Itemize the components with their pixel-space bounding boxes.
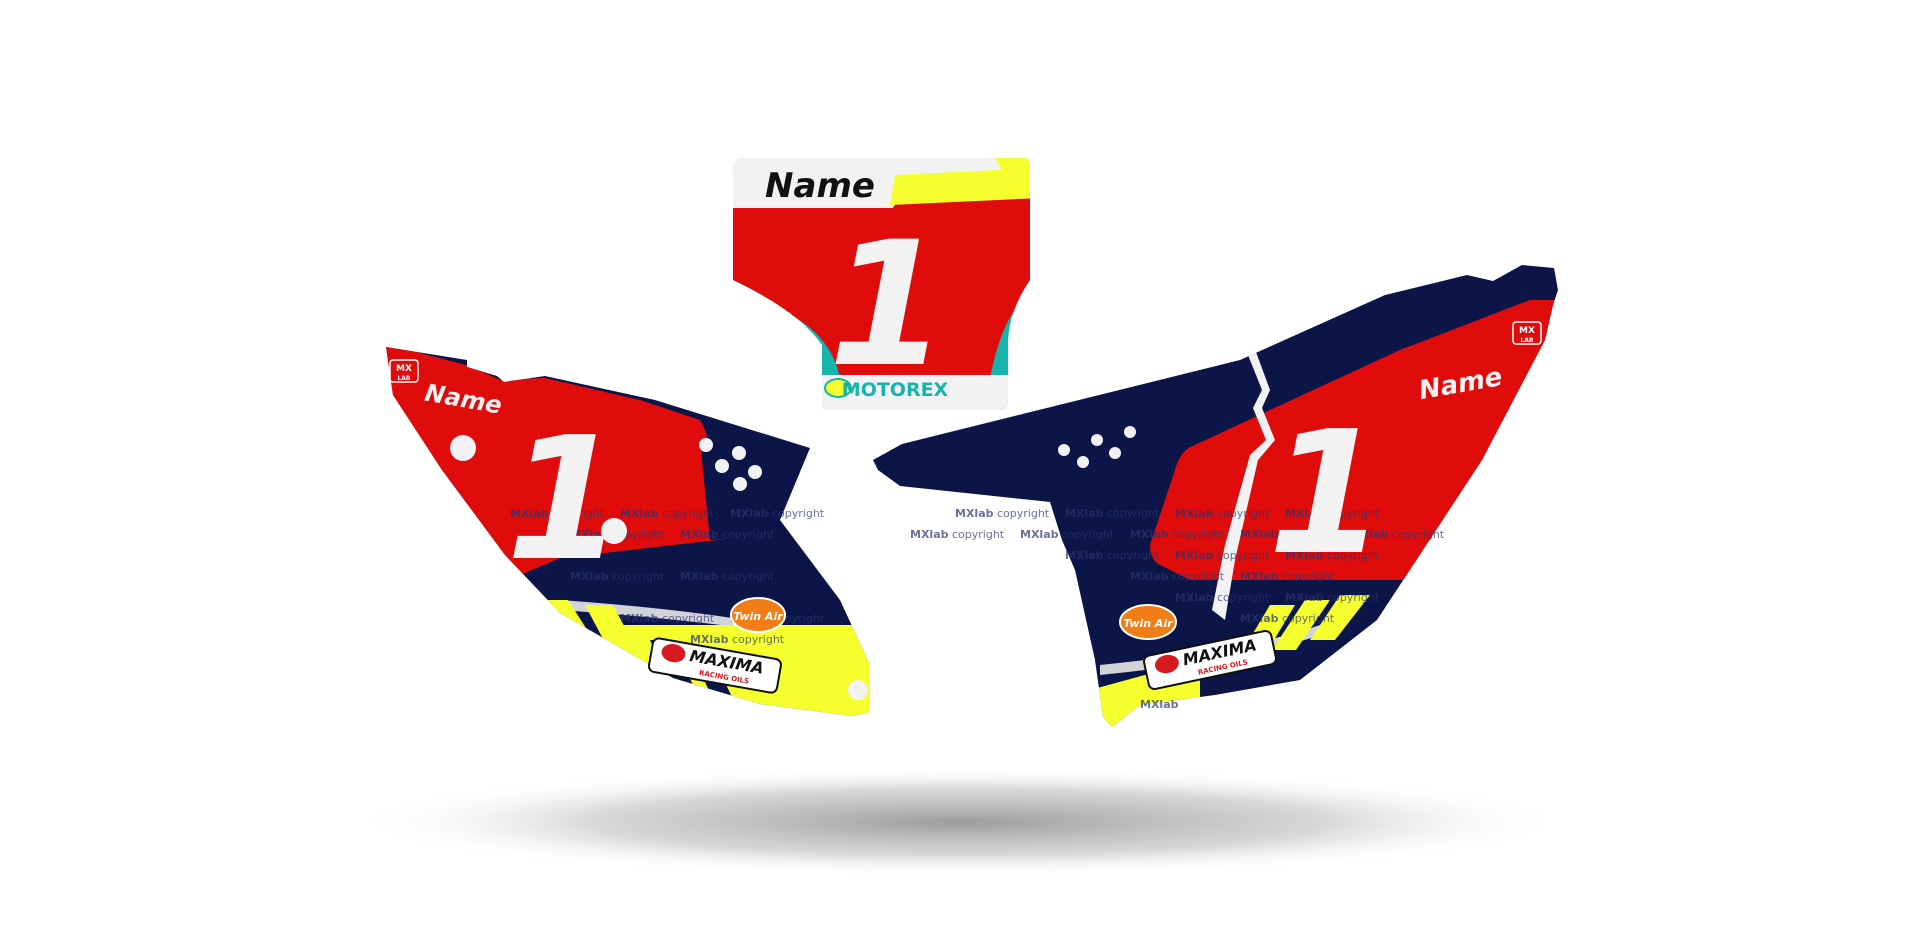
left-mount-hole-2 bbox=[601, 518, 627, 544]
svg-text:MXlab copyright: MXlab copyright bbox=[680, 528, 775, 541]
left-vent-dot-5 bbox=[733, 477, 747, 491]
svg-text:MXlab copyright: MXlab copyright bbox=[1130, 570, 1225, 583]
left-panel-red-inner-step bbox=[700, 440, 738, 540]
svg-text:MXlab copyright: MXlab copyright bbox=[1240, 612, 1335, 625]
front-plate-bottom-white bbox=[820, 375, 1010, 410]
front-plate-yellow-tab bbox=[995, 158, 1030, 184]
left-vent-dot-3 bbox=[715, 459, 729, 473]
svg-text:MXlab copyright: MXlab copyright bbox=[1065, 507, 1160, 520]
svg-text:MXlab copyright: MXlab copyright bbox=[1285, 507, 1380, 520]
right-vent-dot-5 bbox=[1109, 447, 1121, 459]
svg-text:MX: MX bbox=[396, 364, 412, 374]
right-maxima-logo: MAXIMA RACING OILS bbox=[1143, 629, 1277, 691]
right-panel-watermark: MXlab copyright MXlab copyright MXlab co… bbox=[910, 507, 1445, 711]
left-vent-dot-4 bbox=[748, 465, 762, 479]
right-vent-dot-4 bbox=[1077, 456, 1089, 468]
left-panel-watermark: MXlab copyright MXlab copyright MXlab co… bbox=[510, 507, 825, 646]
svg-text:MXlab copyright: MXlab copyright bbox=[1175, 591, 1270, 604]
front-plate-name: Name bbox=[765, 166, 875, 206]
svg-text:MXlab copyright: MXlab copyright bbox=[1065, 549, 1160, 562]
left-panel-holes bbox=[450, 435, 868, 700]
svg-text:MXlab copyright: MXlab copyright bbox=[1130, 528, 1225, 541]
left-side-panel: MXlab copyright MXlab copyright MXlab co… bbox=[386, 347, 870, 716]
right-mxlab-badge: MX LAB bbox=[1512, 321, 1542, 345]
motorex-logo: MOTOREX bbox=[824, 378, 949, 401]
front-plate-yellow-stripe bbox=[890, 168, 1030, 205]
motorex-label: MOTOREX bbox=[842, 379, 949, 401]
svg-text:MXlab copyright: MXlab copyright bbox=[1350, 528, 1445, 541]
svg-text:MXlab copyright: MXlab copyright bbox=[620, 507, 715, 520]
svg-text:MXlab copyright: MXlab copyright bbox=[1175, 549, 1270, 562]
svg-text:MXlab copyright: MXlab copyright bbox=[910, 528, 1005, 541]
right-vent-dot-1 bbox=[1058, 444, 1070, 456]
svg-text:MXlab copyright: MXlab copyright bbox=[1240, 570, 1335, 583]
right-panel-number: 1 bbox=[1268, 395, 1386, 593]
front-plate-number: 1 bbox=[828, 204, 948, 405]
svg-text:MXlab: MXlab bbox=[1140, 698, 1179, 711]
right-twinair-logo: Twin Air bbox=[1119, 604, 1177, 640]
right-vent-dot-2 bbox=[1091, 434, 1103, 446]
left-mxlab-badge: MX LAB bbox=[389, 359, 419, 383]
left-panel-number: 1 bbox=[506, 401, 624, 599]
svg-text:MXlab copyright: MXlab copyright bbox=[1020, 528, 1115, 541]
left-maxima-logo: MAXIMA RACING OILS bbox=[647, 637, 782, 694]
svg-text:MXlab copyright: MXlab copyright bbox=[690, 633, 785, 646]
left-vent-dot-2 bbox=[732, 446, 746, 460]
svg-text:Twin Air: Twin Air bbox=[733, 610, 783, 623]
left-vent-dot-1 bbox=[699, 438, 713, 452]
svg-text:MXlab copyright: MXlab copyright bbox=[1240, 528, 1335, 541]
front-plate-red-field bbox=[733, 180, 1030, 378]
svg-text:MXlab copyright: MXlab copyright bbox=[1285, 591, 1380, 604]
left-bottom-hole bbox=[848, 680, 868, 700]
svg-text:MXlab copyright: MXlab copyright bbox=[570, 570, 665, 583]
left-mount-hole-1 bbox=[450, 435, 476, 461]
right-panel-white-split bbox=[1212, 352, 1275, 620]
svg-text:MXlab copyright: MXlab copyright bbox=[1285, 549, 1380, 562]
left-twinair-logo: Twin Air bbox=[730, 597, 786, 633]
svg-text:MX: MX bbox=[1519, 326, 1535, 336]
svg-text:Twin Air: Twin Air bbox=[1123, 617, 1173, 630]
right-panel-vent-dots bbox=[1058, 426, 1136, 468]
front-plate-white-name-band bbox=[733, 158, 912, 208]
svg-text:LAB: LAB bbox=[397, 375, 410, 382]
floor-shadow bbox=[350, 767, 1570, 877]
motorex-icon bbox=[824, 378, 852, 398]
svg-text:MXlab copyright: MXlab copyright bbox=[510, 507, 605, 520]
svg-text:MXlab copyright: MXlab copyright bbox=[1175, 507, 1270, 520]
svg-text:MXlab copyright: MXlab copyright bbox=[680, 570, 775, 583]
svg-text:MXlab copyright: MXlab copyright bbox=[620, 612, 715, 625]
svg-text:MXlab copyright: MXlab copyright bbox=[955, 507, 1050, 520]
right-vent-dot-3 bbox=[1124, 426, 1136, 438]
svg-text:MXlab copyright: MXlab copyright bbox=[730, 507, 825, 520]
svg-text:LAB: LAB bbox=[1520, 337, 1533, 344]
